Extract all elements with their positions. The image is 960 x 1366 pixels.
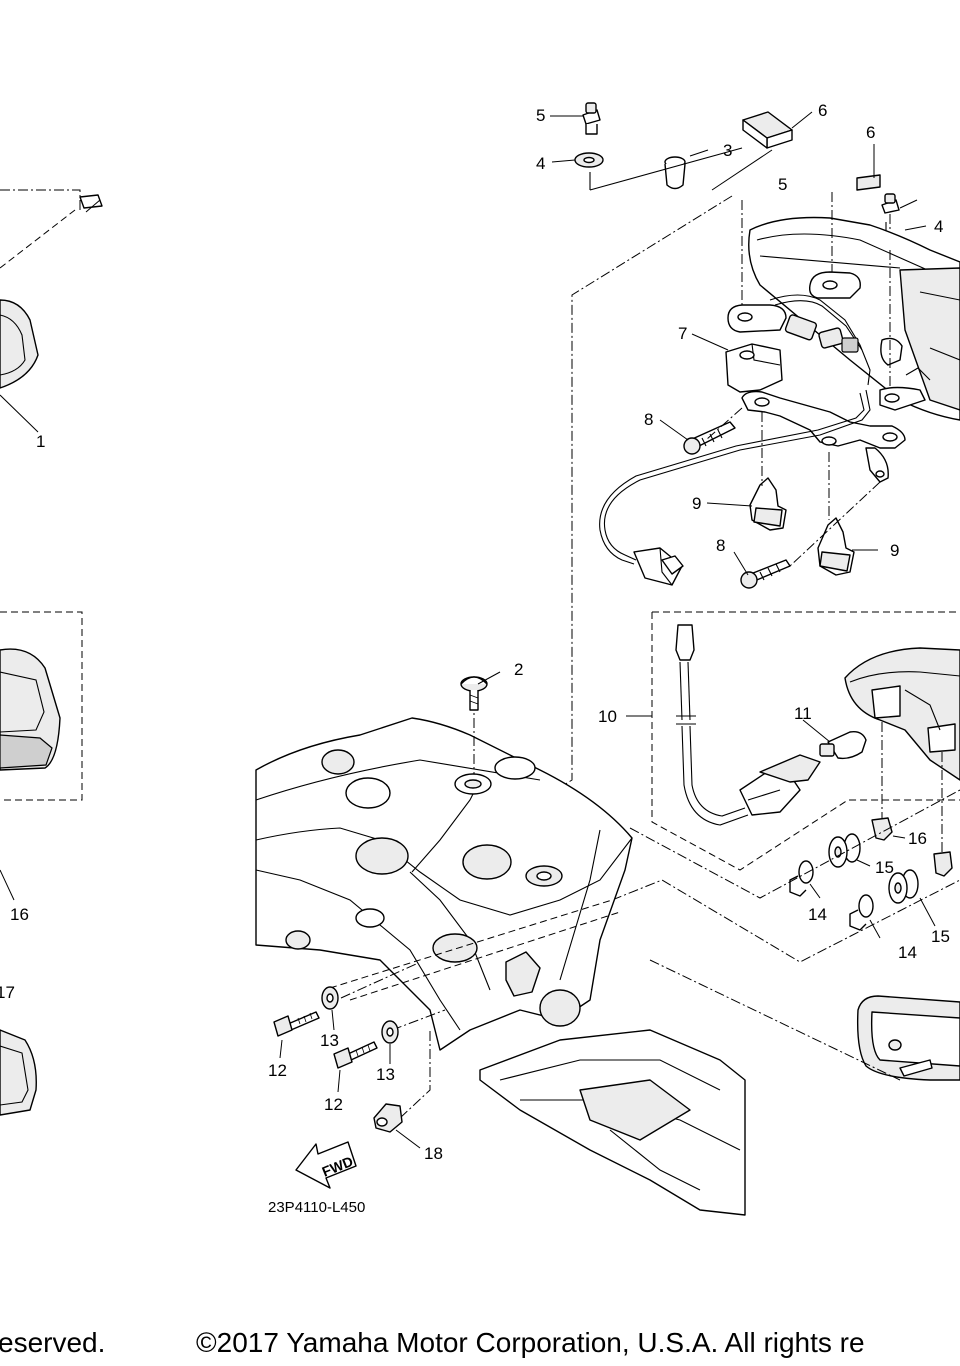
tail-light-assembly — [539, 192, 960, 801]
callout-labels: 1 2 3 4 4 5 5 6 6 7 8 8 9 9 10 11 12 12 … — [0, 101, 950, 1163]
callout-16b: 16 — [908, 829, 927, 848]
callout-14b: 14 — [898, 943, 917, 962]
callout-1: 1 — [36, 432, 45, 451]
callout-5a: 5 — [536, 106, 545, 125]
footer-copyright: ©2017 Yamaha Motor Corporation, U.S.A. A… — [196, 1327, 865, 1358]
callout-15a: 15 — [875, 858, 894, 877]
callout-8b: 8 — [716, 536, 725, 555]
callout-12a: 12 — [268, 1061, 287, 1080]
license-light-box — [651, 611, 960, 871]
callout-6b: 6 — [866, 123, 875, 142]
footer-left: eserved. — [0, 1327, 105, 1358]
callout-4b: 4 — [934, 217, 943, 236]
callout-9b: 9 — [890, 541, 899, 560]
callout-9a: 9 — [692, 494, 701, 513]
callout-16a: 16 — [10, 905, 29, 924]
rubber-parts — [611, 722, 960, 1081]
part-2-screw — [460, 676, 488, 711]
callout-13b: 13 — [376, 1065, 395, 1084]
callout-5b: 5 — [778, 175, 787, 194]
callout-leaders — [279, 111, 936, 1149]
callout-8a: 8 — [644, 410, 653, 429]
rear-frame — [255, 700, 746, 1216]
callout-13a: 13 — [320, 1031, 339, 1050]
callout-15b: 15 — [931, 927, 950, 946]
callout-3: 3 — [723, 141, 732, 160]
bolts-and-washers — [273, 986, 403, 1133]
callout-4a: 4 — [536, 154, 545, 173]
fwd-arrow-icon: FWD — [295, 1141, 357, 1189]
callout-2: 2 — [514, 660, 523, 679]
left-assembly — [0, 189, 103, 1116]
diagram-code: 23P4110-L450 — [268, 1199, 365, 1216]
callout-17: 17 — [0, 983, 15, 1002]
callout-18: 18 — [424, 1144, 443, 1163]
callout-10: 10 — [598, 707, 617, 726]
callout-12b: 12 — [324, 1095, 343, 1114]
callout-7: 7 — [678, 324, 687, 343]
callout-14a: 14 — [808, 905, 827, 924]
callout-11: 11 — [794, 704, 812, 723]
callout-6a: 6 — [818, 101, 827, 120]
